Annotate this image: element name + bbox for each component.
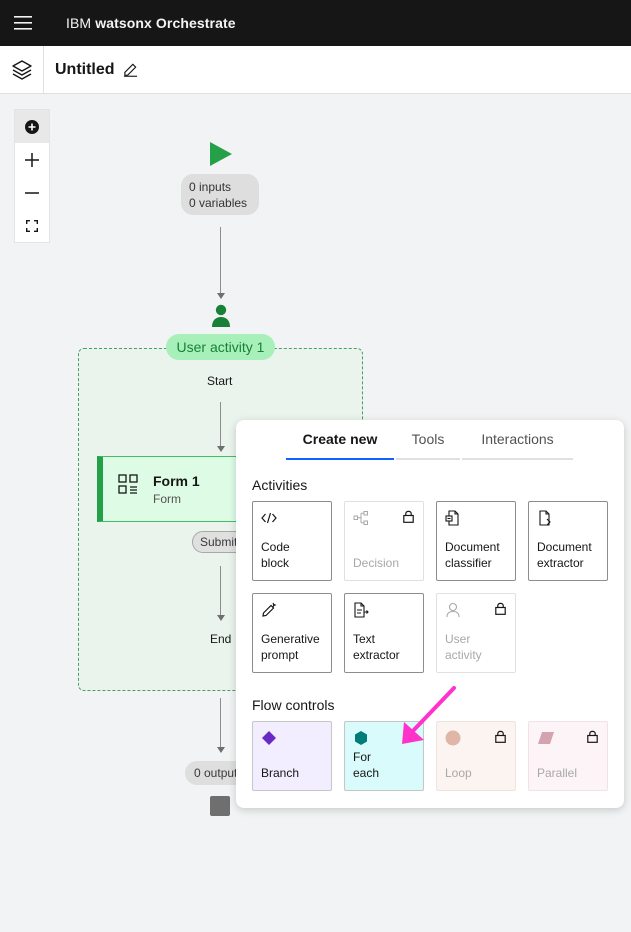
tile-decision: Decision [344,501,424,581]
end-text: End [210,632,232,646]
hexagon-icon [353,730,369,746]
form-title: Form 1 [153,473,200,489]
add-node-panel: Create new Tools Interactions Activities… [236,420,624,808]
text-extractor-icon [353,602,369,618]
tile-label: Parallel [537,766,578,780]
lock-icon [403,510,414,528]
document-extractor-icon [537,510,553,526]
connector-line [220,566,221,616]
lock-icon [587,730,598,748]
decision-tree-icon [353,510,369,526]
tile-label: Loop [445,766,472,780]
connector-line [220,402,221,447]
form-icon [118,474,138,499]
connector-arrow [216,293,225,299]
menu-icon[interactable] [0,0,46,46]
tab-create-new[interactable]: Create new [286,420,394,460]
zoom-controls [15,110,49,242]
start-text: Start [207,374,233,388]
user-activity-icon [211,304,231,333]
flow-toolbar: Untitled [0,46,631,94]
pencil-sparkle-icon [261,602,277,618]
flow-title: Untitled [55,60,115,78]
zoom-in-icon[interactable] [15,143,49,176]
tab-interactions[interactable]: Interactions [462,420,573,460]
circle-icon [445,730,461,746]
connector-line [220,227,221,298]
brand-prefix: IBM [66,15,92,31]
add-node-icon[interactable] [15,110,49,143]
connector-arrow [216,747,225,753]
lock-icon [495,602,506,620]
tile-branch[interactable]: Branch [252,721,332,791]
lock-icon [495,730,506,748]
inputs-count: 0 inputs [189,180,232,194]
user-activity-label[interactable]: User activity 1 [166,334,275,360]
activities-heading: Activities [252,477,308,493]
fit-view-icon[interactable] [15,209,49,242]
tile-loop: Loop [436,721,516,791]
end-stop-icon[interactable] [210,796,230,816]
app-brand[interactable]: IBM watsonx Orchestrate [46,15,236,31]
connector-arrow [216,446,225,452]
user-icon [445,602,461,618]
document-classifier-icon [445,510,461,526]
variables-count: 0 variables [189,196,248,210]
code-icon [261,510,277,526]
zoom-out-icon[interactable] [15,176,49,209]
top-navigation-bar: IBM watsonx Orchestrate [0,0,631,46]
diamond-icon [261,730,277,746]
form-node[interactable]: Form 1 Form [97,456,257,522]
start-node-io[interactable]: 0 inputs 0 variables [181,174,259,215]
tile-label: Branch [261,766,300,780]
edit-title-icon[interactable] [123,62,139,78]
annotation-arrow-icon [396,684,460,753]
tab-tools[interactable]: Tools [396,420,460,460]
parallelogram-icon [537,730,554,746]
start-play-icon[interactable] [209,141,233,172]
form-subtitle: Form [153,492,181,506]
panel-tabs: Create new Tools Interactions [286,420,575,460]
tile-label: Decision [353,556,400,570]
brand-name: watsonx Orchestrate [95,15,236,31]
connector-line [220,698,221,748]
tile-parallel: Parallel [528,721,608,791]
flow-controls-heading: Flow controls [252,697,335,713]
connector-arrow [216,615,225,621]
layers-icon[interactable] [0,46,44,93]
